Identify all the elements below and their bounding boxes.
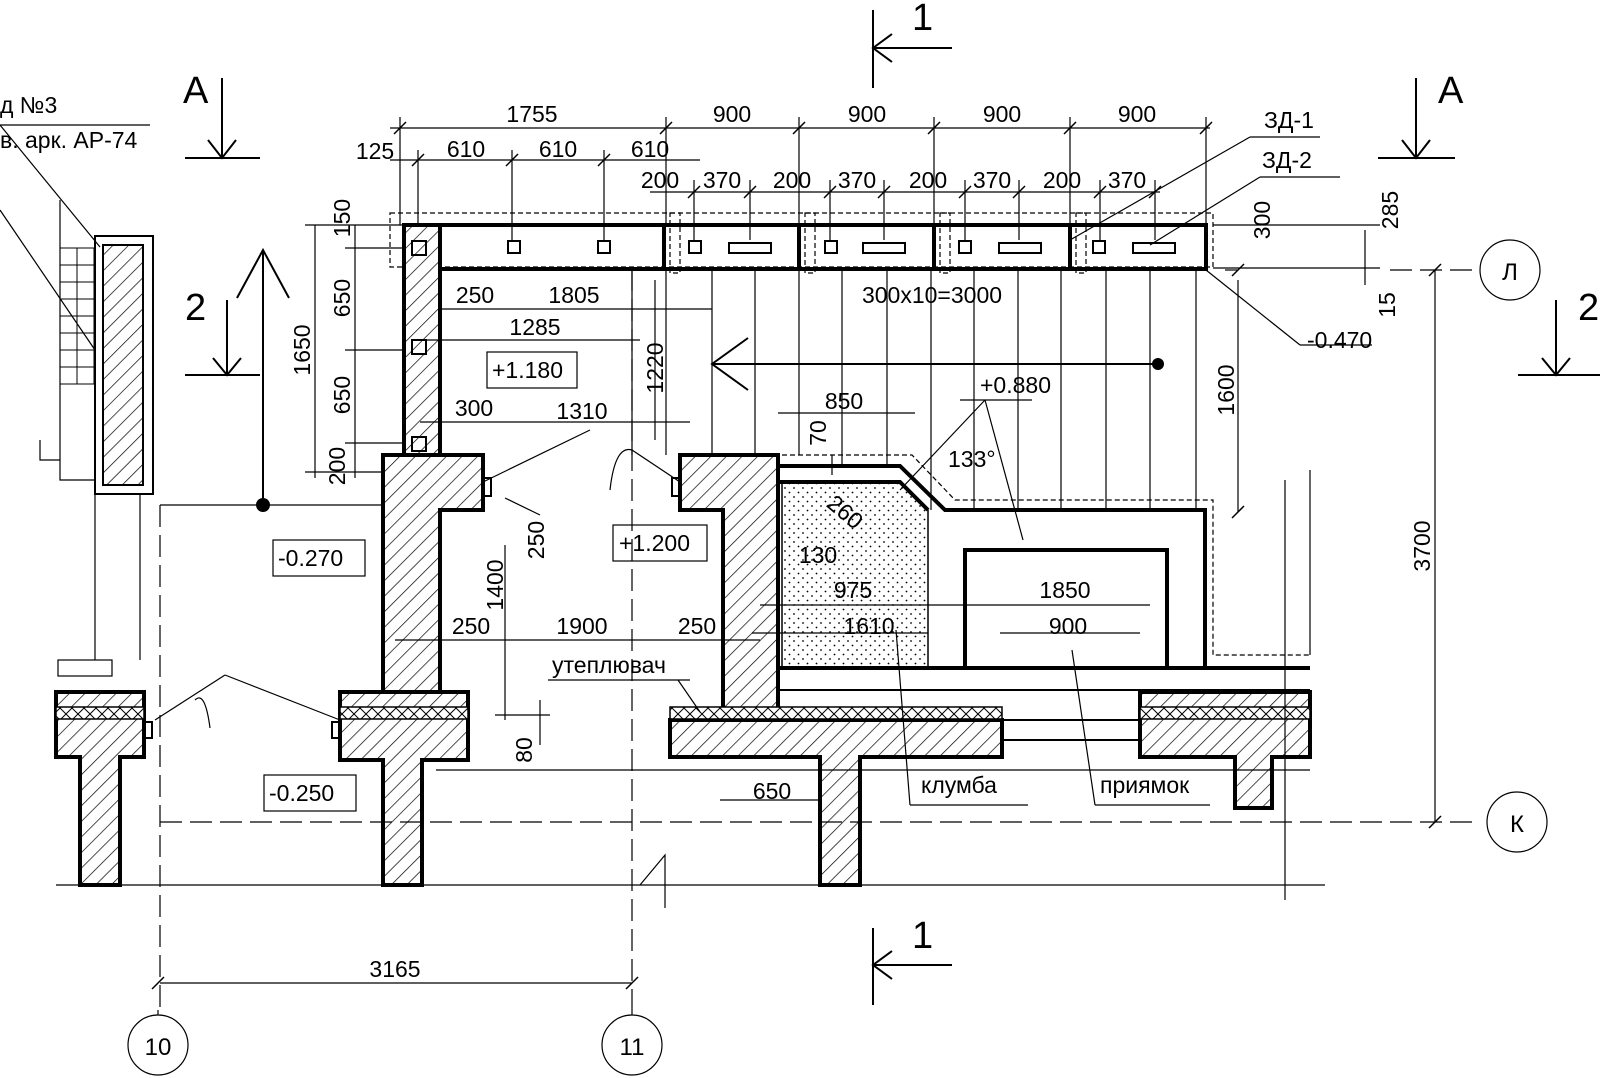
flowerbed-label: клумба	[921, 772, 997, 798]
section-a-right-label: A	[1438, 70, 1464, 112]
dim-1650: 1650	[289, 324, 315, 375]
dim-610b: 610	[539, 136, 577, 162]
section-2-left-label: 2	[185, 287, 206, 329]
dim-370a: 370	[703, 167, 741, 193]
level-neg0250: -0.250	[269, 780, 334, 806]
dim-250c: 250	[678, 613, 716, 639]
dim-200a: 200	[641, 167, 679, 193]
dim-850: 850	[825, 388, 863, 414]
dim-650a: 650	[329, 279, 355, 317]
dim-370d: 370	[1108, 167, 1146, 193]
insulation-label: утеплювач	[552, 652, 666, 678]
dim-1610: 1610	[843, 613, 894, 639]
reference-note-line1: д №3	[0, 92, 57, 118]
ramp-arrow	[236, 247, 290, 512]
dim-975: 975	[834, 577, 872, 603]
flowerbed-and-pit	[778, 454, 1310, 741]
axis-label-k: К	[1510, 811, 1524, 838]
dim-650c: 650	[753, 778, 791, 804]
dim-1900: 1900	[556, 613, 607, 639]
dim-900e: 900	[1049, 613, 1087, 639]
dim-150: 150	[329, 199, 355, 237]
angle-label: 133°	[948, 446, 996, 472]
axis-marker-l: Л	[1479, 239, 1541, 301]
dim-15: 15	[1374, 292, 1400, 318]
dim-300top: 300	[1249, 201, 1275, 239]
axis-marker-k: К	[1486, 791, 1548, 853]
level-box-1200	[612, 524, 708, 562]
dim-650b: 650	[329, 376, 355, 414]
dim-200v: 200	[324, 447, 350, 485]
dim-1310: 1310	[556, 398, 607, 424]
dim-70: 70	[805, 420, 831, 446]
dimension-ticks	[151, 121, 1442, 990]
section-marker-1-bottom: 1	[871, 915, 952, 1005]
zd2-label: ЗД-2	[1262, 147, 1312, 173]
section-a-left-label: A	[183, 70, 209, 112]
dim-1600: 1600	[1213, 364, 1239, 415]
section-marker-2-right: 2	[1518, 287, 1600, 377]
canopy-slab	[389, 212, 1214, 274]
dim-1850: 1850	[1039, 577, 1090, 603]
level-pos1180: +1.180	[492, 357, 563, 383]
existing-building-edge	[0, 200, 154, 677]
dim-285: 285	[1377, 191, 1403, 229]
section-marker-2-left: 2	[185, 287, 260, 377]
stair-treads	[631, 269, 1197, 510]
dim-1220: 1220	[642, 342, 668, 393]
dim-1755: 1755	[506, 101, 557, 127]
dim-300b: 300	[455, 395, 493, 421]
level-pos0880: +0.880	[980, 372, 1051, 398]
dim-250a: 250	[456, 282, 494, 308]
dim-610c: 610	[631, 136, 669, 162]
axis-label-11: 11	[620, 1034, 645, 1061]
walls	[54, 453, 1312, 887]
level-box-0270	[272, 539, 366, 577]
section-1-bottom-label: 1	[912, 915, 933, 957]
dim-610a: 610	[447, 136, 485, 162]
doors	[143, 429, 681, 739]
dim-125: 125	[356, 138, 394, 164]
section-1-top-label: 1	[912, 0, 933, 39]
dim-1400: 1400	[482, 559, 508, 610]
dim-900a: 900	[713, 101, 751, 127]
dim-370c: 370	[973, 167, 1011, 193]
dim-200d: 200	[1043, 167, 1081, 193]
zd1-label: ЗД-1	[1264, 107, 1314, 133]
dimension-lines	[0, 117, 1436, 984]
dim-250b: 250	[452, 613, 490, 639]
level-neg0270: -0.270	[278, 545, 343, 571]
level-neg0470: -0.470	[1307, 327, 1372, 353]
pit-label: приямок	[1100, 772, 1190, 798]
dim-200c: 200	[909, 167, 947, 193]
grid-axes	[56, 269, 1480, 1010]
dim-80: 80	[511, 737, 537, 763]
axis-label-10: 10	[145, 1034, 172, 1061]
level-box-0250	[263, 774, 357, 812]
axis-marker-11: 11	[601, 1014, 663, 1076]
dim-130: 130	[799, 542, 837, 568]
reference-note-line2: в. арк. АР-74	[0, 127, 138, 153]
dim-3000: 300x10=3000	[862, 282, 1002, 308]
dim-1805: 1805	[548, 282, 599, 308]
dim-900b: 900	[848, 101, 886, 127]
section-marker-1-top: 1	[871, 0, 952, 88]
section-marker-a-left: A	[183, 70, 260, 160]
dim-200b: 200	[773, 167, 811, 193]
dim-1285: 1285	[509, 314, 560, 340]
dim-900c: 900	[983, 101, 1021, 127]
dim-900d: 900	[1118, 101, 1156, 127]
dim-250v: 250	[523, 521, 549, 559]
level-box-1180	[486, 351, 578, 389]
level-pos1200: +1.200	[619, 530, 690, 556]
section-2-right-label: 2	[1578, 287, 1599, 329]
dim-3165: 3165	[369, 956, 420, 982]
dim-370b: 370	[838, 167, 876, 193]
dim-3700: 3700	[1409, 520, 1435, 571]
stair-direction-arrow	[710, 337, 1164, 391]
axis-label-l: Л	[1502, 259, 1518, 286]
section-marker-a-right: A	[1378, 70, 1464, 160]
axis-marker-10: 10	[127, 1014, 189, 1076]
